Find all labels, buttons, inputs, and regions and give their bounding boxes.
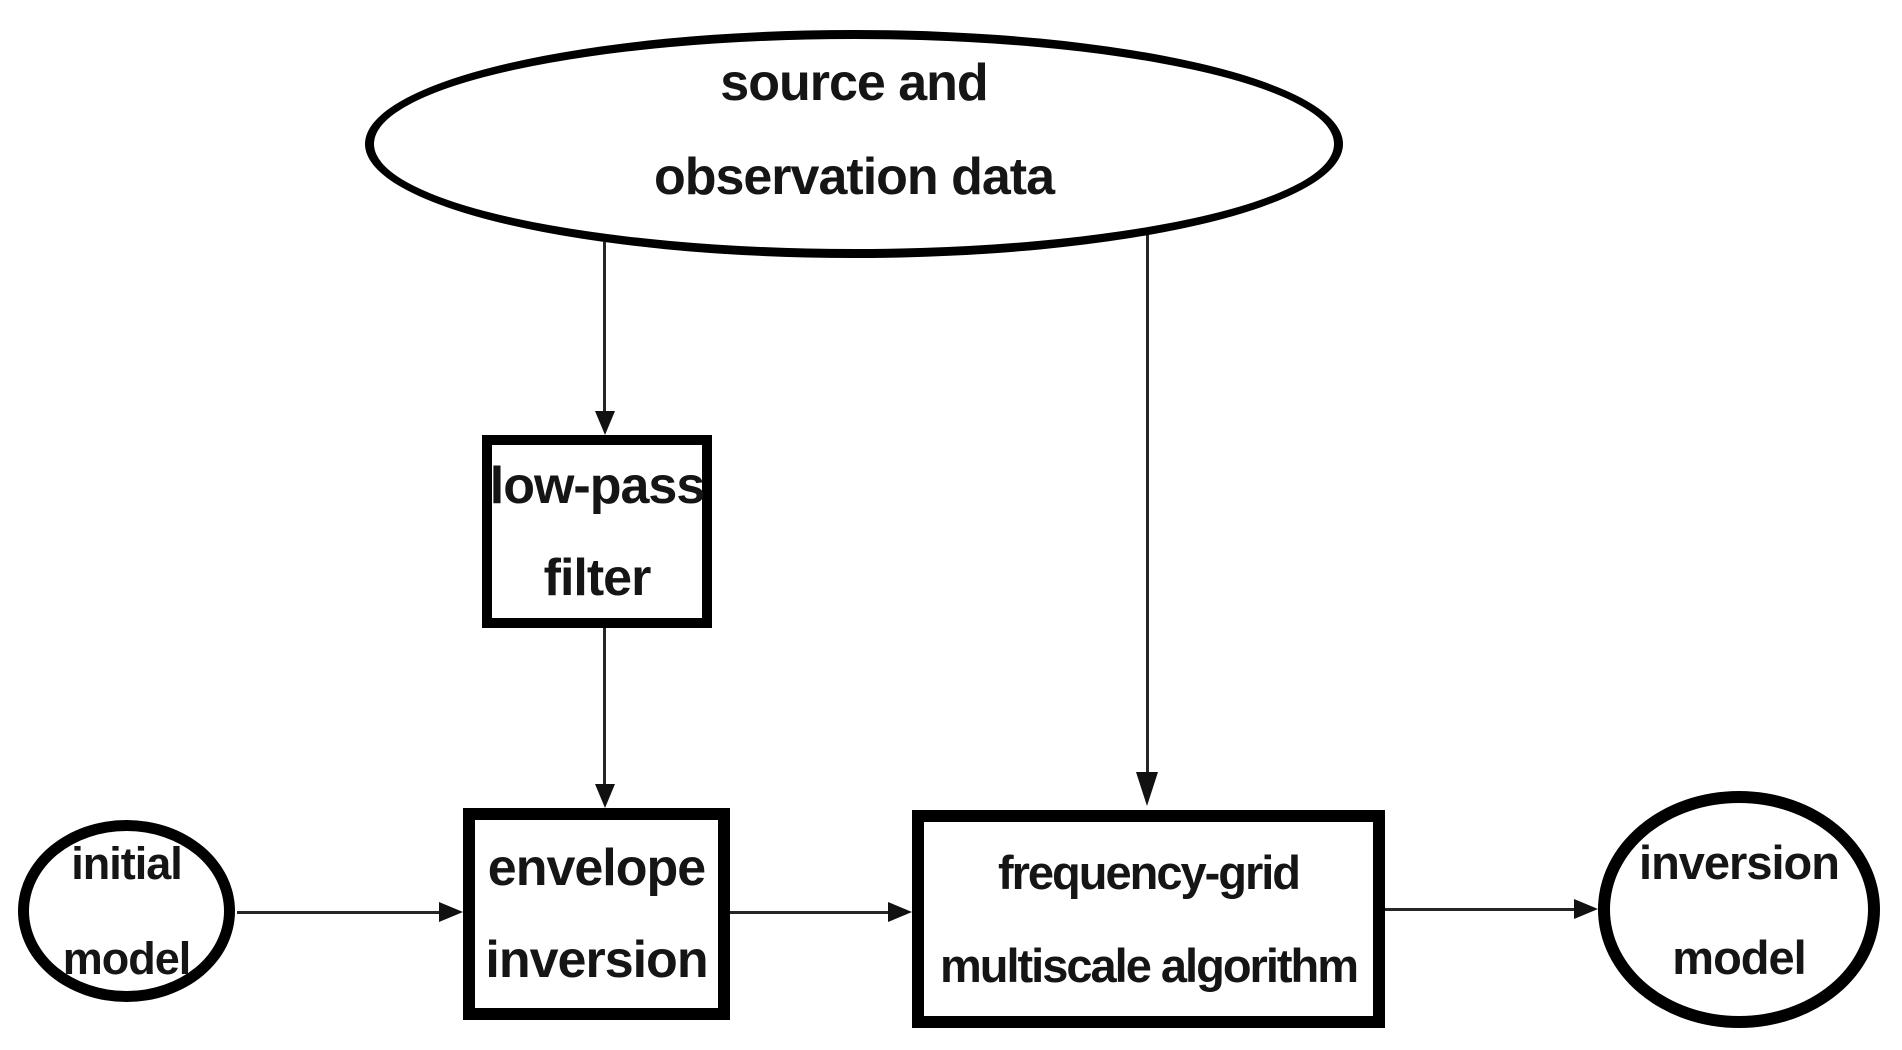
edge-source-to-freqgrid-line (1146, 235, 1149, 773)
edge-lowpass-to-envelope-arrowhead-icon (595, 784, 615, 808)
node-frequency-grid-multiscale-algorithm: frequency-grid multiscale algorithm (912, 810, 1385, 1028)
node-low-pass-filter: low-pass filter (482, 435, 712, 628)
node-label-line: observation data (653, 148, 1055, 206)
node-label-line: inversion (485, 931, 708, 989)
node-label-line: frequency-grid (997, 846, 1301, 899)
edge-lowpass-to-envelope-line (603, 628, 606, 785)
node-source-and-observation-data: source and observation data (365, 30, 1343, 258)
node-label-line: model (62, 933, 192, 984)
node-label-line: model (1672, 930, 1806, 984)
edge-initial-to-envelope-arrowhead-icon (439, 902, 463, 922)
node-initial-model: initial model (18, 820, 235, 1002)
node-label-line: low-pass (489, 456, 705, 515)
edge-source-to-freqgrid-arrowhead-icon (1136, 772, 1158, 806)
edge-source-to-lowpass-arrowhead-icon (595, 411, 615, 435)
node-label-line: envelope (487, 839, 706, 897)
edge-envelope-to-freqgrid-line (730, 911, 889, 914)
edge-source-to-lowpass-line (603, 242, 606, 412)
edge-envelope-to-freqgrid-arrowhead-icon (888, 902, 912, 922)
edge-freqgrid-to-inversion-arrowhead-icon (1574, 899, 1598, 919)
node-label-line: initial (71, 838, 183, 889)
node-label-line: multiscale algorithm (939, 939, 1359, 992)
node-label-line: filter (543, 548, 652, 607)
node-inversion-model: inversion model (1598, 791, 1880, 1028)
node-label-line: inversion (1639, 835, 1840, 889)
node-label-line: source and (720, 54, 988, 112)
node-envelope-inversion: envelope inversion (463, 808, 730, 1020)
edge-initial-to-envelope-line (237, 911, 440, 914)
edge-freqgrid-to-inversion-line (1385, 908, 1575, 911)
